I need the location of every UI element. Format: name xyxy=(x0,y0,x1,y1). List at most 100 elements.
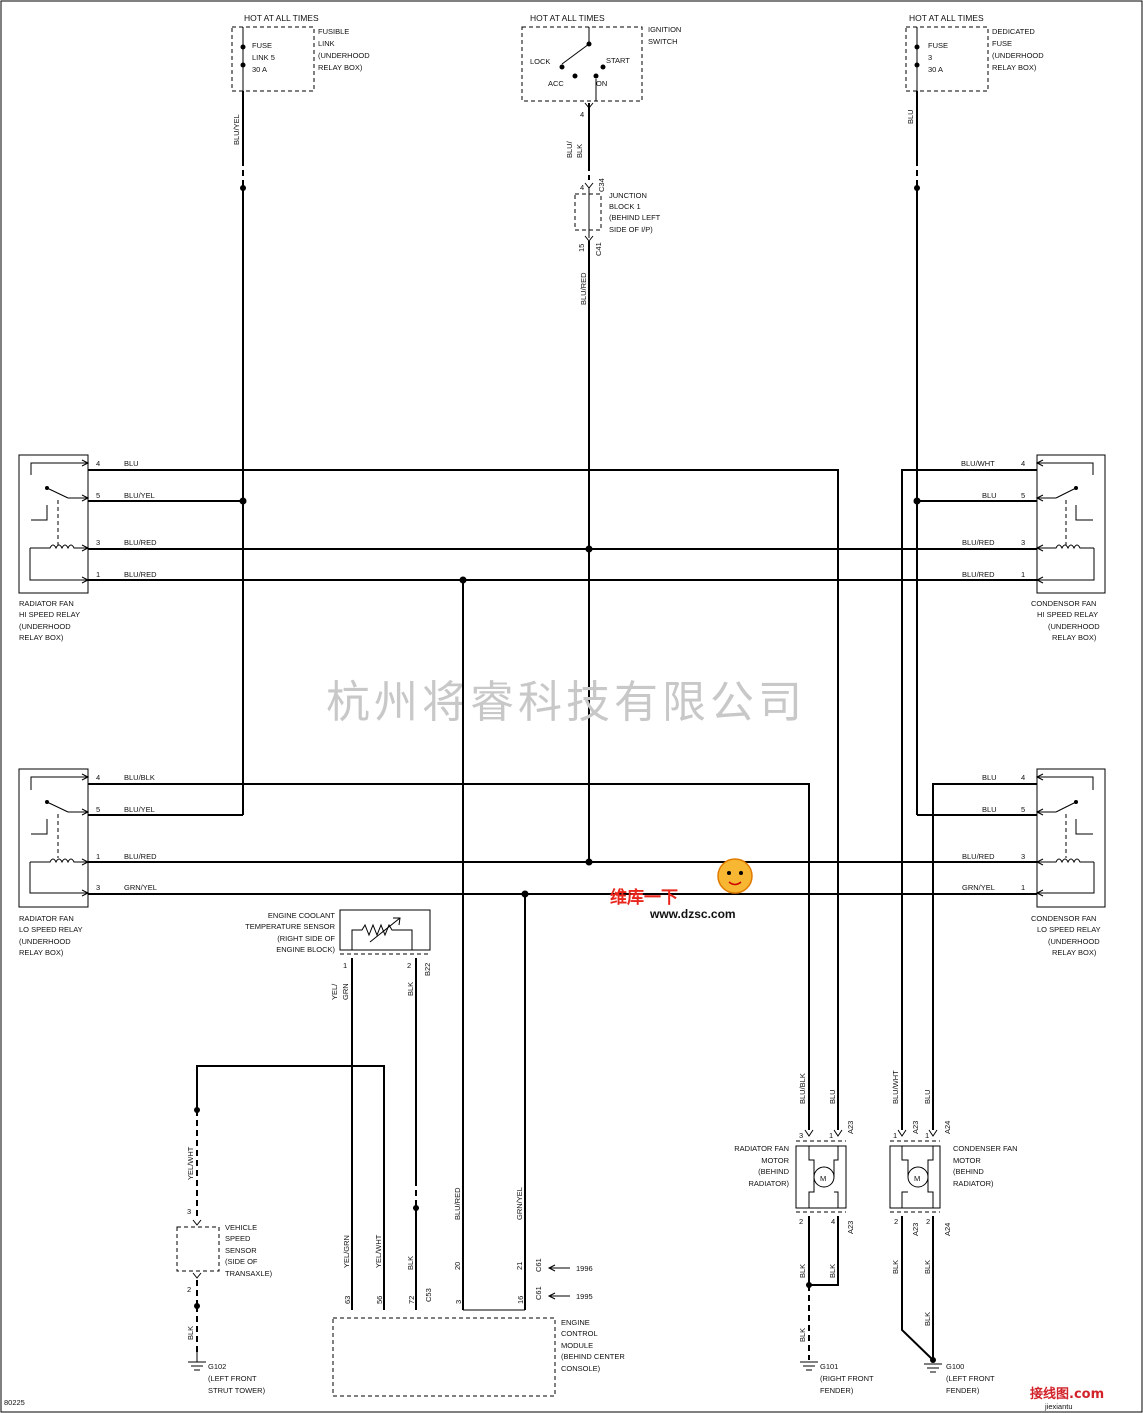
ign-pos-acc xyxy=(572,73,578,79)
vss-chevron-top xyxy=(192,1219,202,1226)
rm-wire-bot-r: BLK xyxy=(828,1264,837,1278)
jb-pin-bot: 15 xyxy=(577,244,586,252)
ign-pos-lock xyxy=(559,64,565,70)
vss-wire-bot: BLK xyxy=(186,1326,195,1340)
hi-relay-wires xyxy=(88,469,1037,1130)
cl-arrow-4 xyxy=(1035,773,1044,781)
fuse-amps: 30 A xyxy=(252,65,267,74)
cl-coil xyxy=(1037,858,1094,864)
rm-conn-top: A23 xyxy=(846,1121,855,1134)
cl-arrow-5 xyxy=(1035,808,1044,816)
vss-name-2: SPEED xyxy=(225,1234,251,1243)
ch-wire-1: BLU/RED xyxy=(962,570,995,579)
ecm-alt-pin-20: 20 xyxy=(453,1262,462,1270)
wire-label-blk-coolant: BLK xyxy=(406,982,415,996)
ignition-switch-box xyxy=(521,26,643,102)
ecm-box xyxy=(332,1317,556,1397)
dzsc-logo: 维库一下 www.dzsc.com xyxy=(610,858,753,921)
rl-blade xyxy=(46,801,69,813)
rl-pin-3: 3 xyxy=(96,883,100,892)
g100-id: G100 xyxy=(946,1362,964,1371)
ded-desc-1: DEDICATED xyxy=(992,27,1035,36)
ecm-name-5: CONSOLE) xyxy=(561,1364,601,1373)
rh-name-4: RELAY BOX) xyxy=(19,633,64,642)
coolant-pin-2: 2 xyxy=(407,961,411,970)
rh-pin-4: 4 xyxy=(96,459,100,468)
ign-start-label: START xyxy=(606,56,630,65)
wire-label-yelgrn-2: GRN xyxy=(341,983,350,1000)
rl-name-4: RELAY BOX) xyxy=(19,948,64,957)
rl-int-4 xyxy=(30,776,88,790)
ign-pos-start xyxy=(600,64,606,70)
cl-name-2: LO SPEED RELAY xyxy=(1037,925,1101,934)
jb-pin-top: 4 xyxy=(580,183,584,192)
jb-conn-top: C34 xyxy=(597,178,606,192)
cm-pin-bot-r: 2 xyxy=(926,1217,930,1226)
ecm-pin-63: 63 xyxy=(343,1296,352,1304)
rl-wire-3: GRN/YEL xyxy=(124,883,157,892)
rl-pin-4: 4 xyxy=(96,773,100,782)
cond-hi-relay: 4 5 3 1 BLU/WHT BLU BLU/RED BLU/RED COND… xyxy=(961,454,1106,642)
coolant-name-4: ENGINE BLOCK) xyxy=(276,945,335,954)
cm-name-4: RADIATOR) xyxy=(953,1179,994,1188)
corner-logo: 接线图.com xyxy=(1030,1386,1104,1402)
logo-text: 维库一下 xyxy=(610,887,678,908)
cm-conn-bot-r: A24 xyxy=(943,1223,952,1236)
ded-desc-4: RELAY BOX) xyxy=(992,63,1037,72)
mascot-eye-left xyxy=(727,871,731,875)
fusible-desc-3: (UNDERHOOD xyxy=(318,51,370,60)
wire-label-blu-top: BLU xyxy=(906,109,915,124)
ch-pin-1: 1 xyxy=(1021,570,1025,579)
splice-g100 xyxy=(930,1357,936,1363)
ignition-title-1: IGNITION xyxy=(648,25,681,34)
ecm-name-1: ENGINE xyxy=(561,1318,590,1327)
g101-id: G101 xyxy=(820,1362,838,1371)
figure-id: 80225 xyxy=(4,1398,25,1407)
fuse-label: FUSE xyxy=(252,41,272,50)
ecm-name-3: MODULE xyxy=(561,1341,593,1350)
rh-arrow-4 xyxy=(81,459,90,467)
lo-relay-wires xyxy=(88,783,1037,1130)
dedicated-fuse-group: HOT AT ALL TIMES FUSE 3 30 A DEDICATED F… xyxy=(905,13,1044,815)
ecm-name-2: CONTROL xyxy=(561,1329,598,1338)
coolant-name-2: TEMPERATURE SENSOR xyxy=(245,922,335,931)
ded-fuse-num: 3 xyxy=(928,53,932,62)
coolant-sensor: ENGINE COOLANT TEMPERATURE SENSOR (RIGHT… xyxy=(245,909,432,1310)
rh-name-3: (UNDERHOOD xyxy=(19,622,71,631)
rl-wire-4: BLU/BLK xyxy=(124,773,155,782)
splice-ch-5 xyxy=(913,497,921,505)
cm-m: M xyxy=(914,1174,920,1183)
splice-rh-5 xyxy=(239,497,247,505)
ecm-pin-16: 16 xyxy=(516,1296,525,1304)
ign-on-label: ON xyxy=(596,79,607,88)
jb-desc-4: SIDE OF I/P) xyxy=(609,225,653,234)
hot-label-left: HOT AT ALL TIMES xyxy=(244,13,319,23)
splice-lo-blured xyxy=(585,858,593,866)
vss-wire-top: YEL/WHT xyxy=(186,1146,195,1180)
wire-label-yelgrn-1: YEL/ xyxy=(330,983,339,1000)
ecm-pin-56: 56 xyxy=(375,1296,384,1304)
vss-group: YEL/WHT 3 2 VEHICLE SPEED SENSOR (SIDE O… xyxy=(176,1065,385,1395)
wire-rl-4-blublk xyxy=(88,783,810,1130)
wire-label-bluyel-top: BLU/YEL xyxy=(232,114,241,145)
ch-name-1: CONDENSOR FAN xyxy=(1031,599,1096,608)
cl-pin-3: 3 xyxy=(1021,852,1025,861)
ecm-wire-yelgrn: YEL/GRN xyxy=(342,1235,351,1268)
rm-chev-tl xyxy=(804,1129,814,1137)
wire-label-blublk-2: BLK xyxy=(575,144,584,158)
wire-rm-blk-r xyxy=(809,1216,839,1286)
cl-int-nc xyxy=(1075,819,1093,835)
ecm-year-1995: 1995 xyxy=(576,1292,593,1301)
ecm-pin-3: 3 xyxy=(454,1300,463,1304)
rh-int-4 xyxy=(30,462,88,475)
rl-arrow-4 xyxy=(81,773,90,781)
junction-block-group: 4 C34 15 C41 JUNCTION BLOCK 1 (BEHIND LE… xyxy=(574,178,661,862)
mascot-face-icon xyxy=(717,858,753,894)
jb-desc-2: BLOCK 1 xyxy=(609,202,641,211)
rl-name-2: LO SPEED RELAY xyxy=(19,925,83,934)
ecm-alt-pin-21: 21 xyxy=(515,1262,524,1270)
vss-name-1: VEHICLE xyxy=(225,1223,257,1232)
jb-conn-bot: C41 xyxy=(594,242,603,256)
year-arrowhead-1995 xyxy=(547,1292,556,1300)
vss-box xyxy=(176,1226,220,1272)
